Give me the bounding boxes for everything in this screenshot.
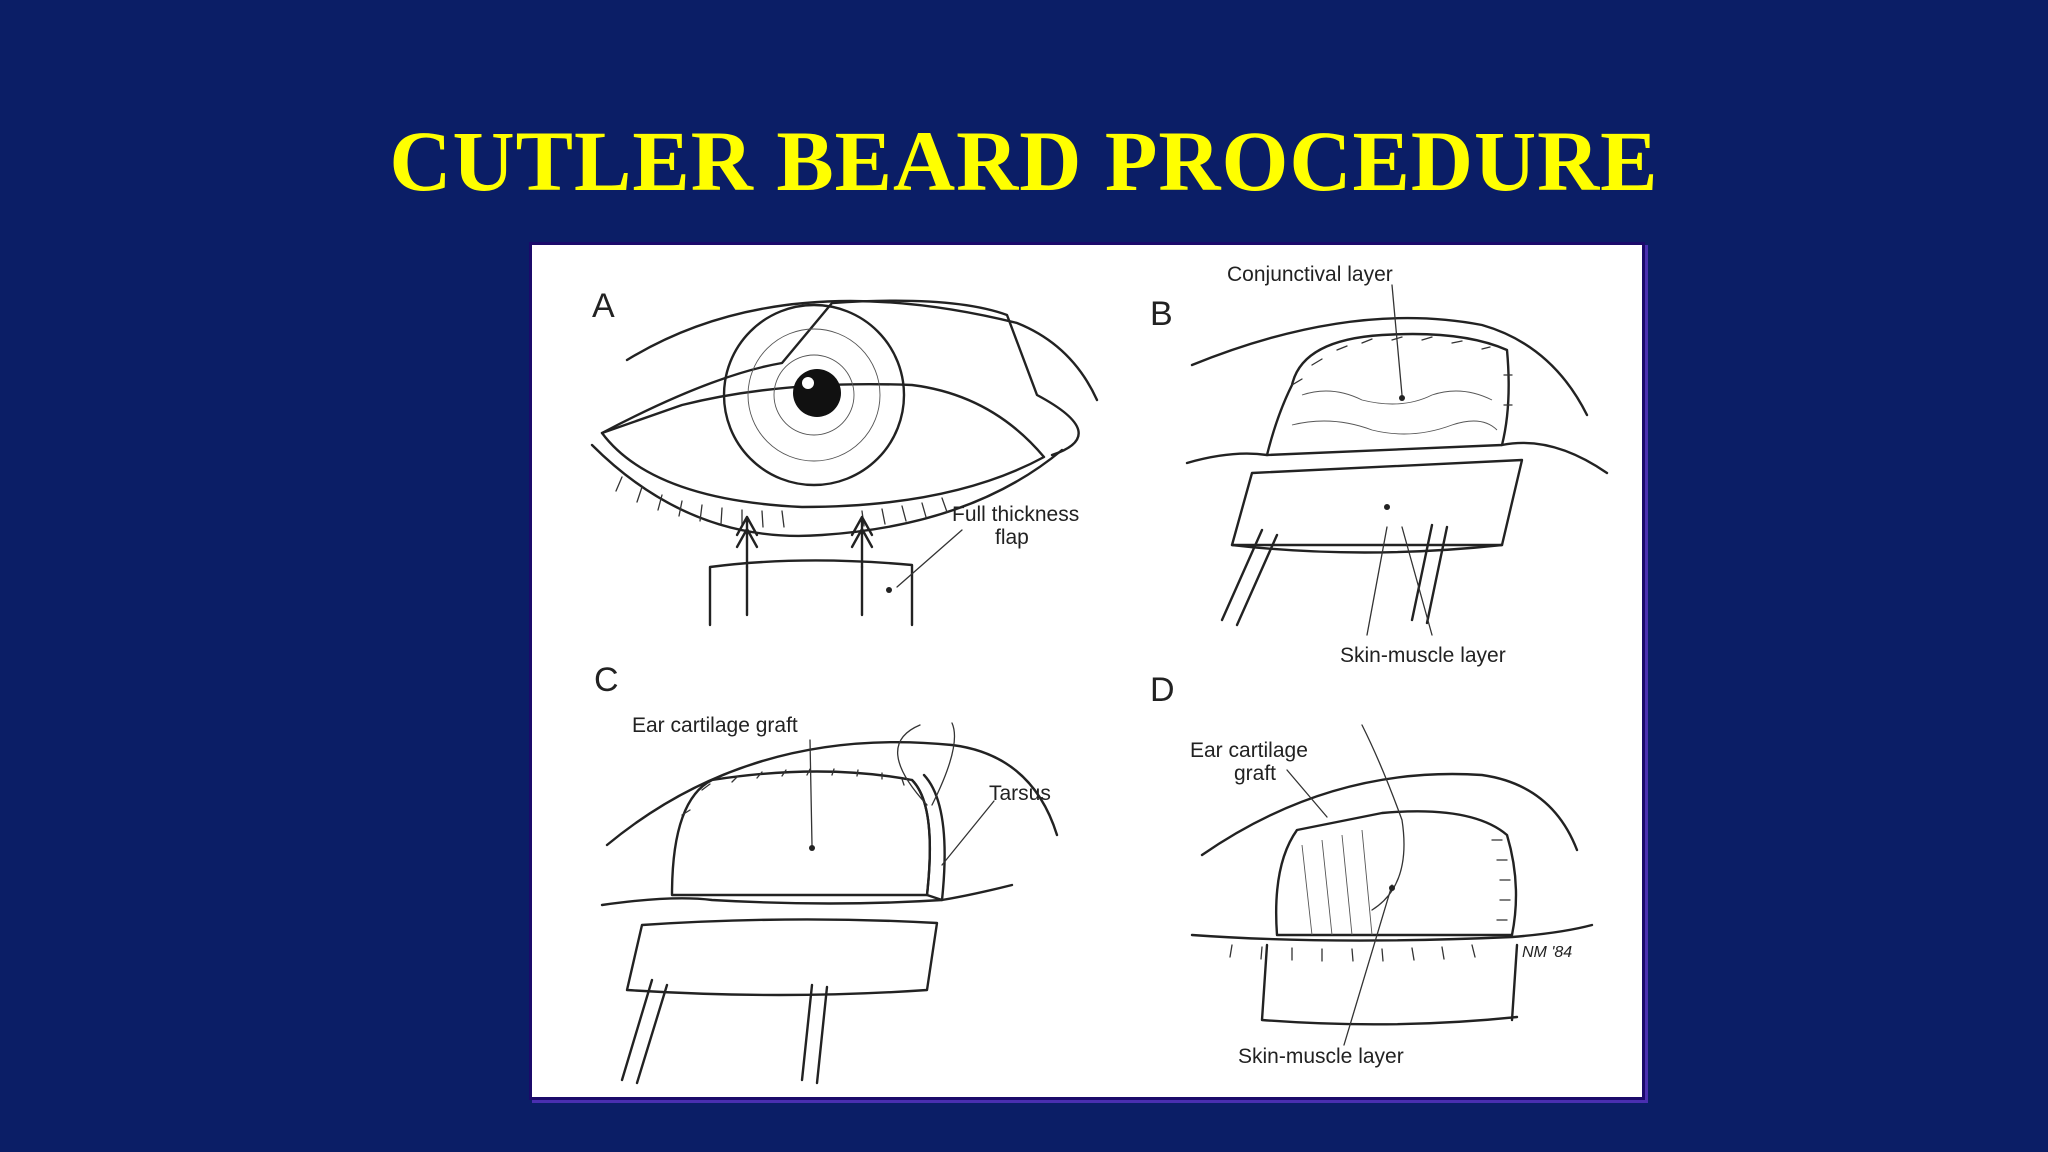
panel-d-thread xyxy=(1361,724,1405,911)
panel-d-skin-leader xyxy=(1343,884,1393,1046)
panel-b-conj-leader xyxy=(1391,284,1403,396)
panel-d-sutures xyxy=(1491,839,1511,921)
panel-a-crease xyxy=(625,299,1099,402)
panel-c-label-cartilage: Ear cartilage graft xyxy=(632,714,798,737)
panel-a-leader xyxy=(896,529,963,588)
panel-d-lower-lid xyxy=(1190,923,1594,942)
panel-a-flap-incisions xyxy=(745,565,864,617)
panel-c-sutures xyxy=(681,768,905,816)
panel-b-conjunctival-window xyxy=(1265,332,1510,457)
panel-b-skin-muscle-flap xyxy=(1230,458,1524,547)
panel-d-letter: D xyxy=(1150,671,1175,709)
panel-c-graft-leader xyxy=(809,739,813,846)
panel-b-lower-lid xyxy=(1185,441,1609,475)
panel-b-label-conjunctival: Conjunctival layer xyxy=(1227,263,1393,286)
panel-c-cartilage-graft xyxy=(670,770,932,897)
panel-a-upper-lid xyxy=(600,299,1080,457)
panel-d-signature: NM '84 xyxy=(1522,944,1572,961)
illustration-canvas: A Full thickness flap B xyxy=(590,263,1609,1085)
panel-a-pupil xyxy=(793,369,841,417)
panel-d-label-skin-muscle: Skin-muscle layer xyxy=(1238,1045,1404,1068)
panel-b-skin-dot xyxy=(1384,504,1390,510)
panel-d: D NM '84 Ear cartilage graft Skin-muscle… xyxy=(1150,671,1594,1068)
panel-d-label-cartilage-line1: Ear cartilage xyxy=(1190,739,1308,762)
panel-a-flap xyxy=(708,559,914,627)
panel-c-graft-dot xyxy=(809,845,815,851)
panel-d-flap xyxy=(1260,943,1519,1026)
panel-a-highlight xyxy=(802,377,814,389)
procedure-illustration: A Full thickness flap B xyxy=(529,242,1645,1100)
panel-a-arrow-right xyxy=(850,515,874,569)
panel-b-conj-dot xyxy=(1399,395,1405,401)
panel-a-label-line1: Full thickness xyxy=(952,503,1079,526)
panel-a-leader-dot xyxy=(886,587,892,593)
panel-a-letter: A xyxy=(592,287,615,325)
panel-a-label-line2: flap xyxy=(995,526,1029,549)
panel-c-thread xyxy=(896,722,956,806)
panel-d-skin-dot xyxy=(1389,885,1395,891)
panel-a-lower-lid xyxy=(590,443,1064,538)
panel-d-graft-shading xyxy=(1301,829,1373,936)
panel-d-label-cartilage-line2: graft xyxy=(1234,762,1276,785)
panel-d-graft-leader xyxy=(1286,769,1328,818)
panel-c-skin-muscle-flap xyxy=(625,918,939,997)
panel-b: B Conjunctival layer Skin-muscle layer xyxy=(1150,263,1609,667)
panel-b-forceps-left xyxy=(1220,528,1279,627)
panel-c-letter: C xyxy=(594,661,619,699)
panel-c-tarsus-leader xyxy=(941,800,995,866)
panel-c-lower-lid xyxy=(600,883,1014,907)
slide-title: CUTLER BEARD PROCEDURE xyxy=(389,113,1659,209)
panel-c-forceps-left xyxy=(620,978,669,1085)
panel-b-forceps-right xyxy=(1410,523,1449,625)
panel-a-iris xyxy=(722,303,906,487)
panel-d-lashes xyxy=(1229,944,1476,962)
panel-b-texture xyxy=(1291,390,1498,435)
panel-b-crease xyxy=(1190,316,1589,417)
panel-c-forceps-right xyxy=(800,983,829,1085)
panel-a-iris-ring xyxy=(747,328,881,462)
panel-c: C Ear cartilage graft Tarsus xyxy=(594,661,1059,1085)
panel-a: A Full thickness flap xyxy=(590,287,1099,627)
panel-b-letter: B xyxy=(1150,295,1173,333)
panel-d-graft xyxy=(1274,810,1518,937)
panel-b-label-skin-muscle: Skin-muscle layer xyxy=(1340,644,1506,667)
panel-b-leaders xyxy=(1366,526,1433,636)
panel-c-crease xyxy=(605,740,1059,847)
panel-b-flap-edge xyxy=(1230,543,1504,554)
panel-c-label-tarsus: Tarsus xyxy=(989,782,1051,805)
panel-a-arrow-left xyxy=(735,515,759,569)
panel-a-iris-inner xyxy=(773,354,855,436)
panel-d-crease xyxy=(1200,772,1579,857)
